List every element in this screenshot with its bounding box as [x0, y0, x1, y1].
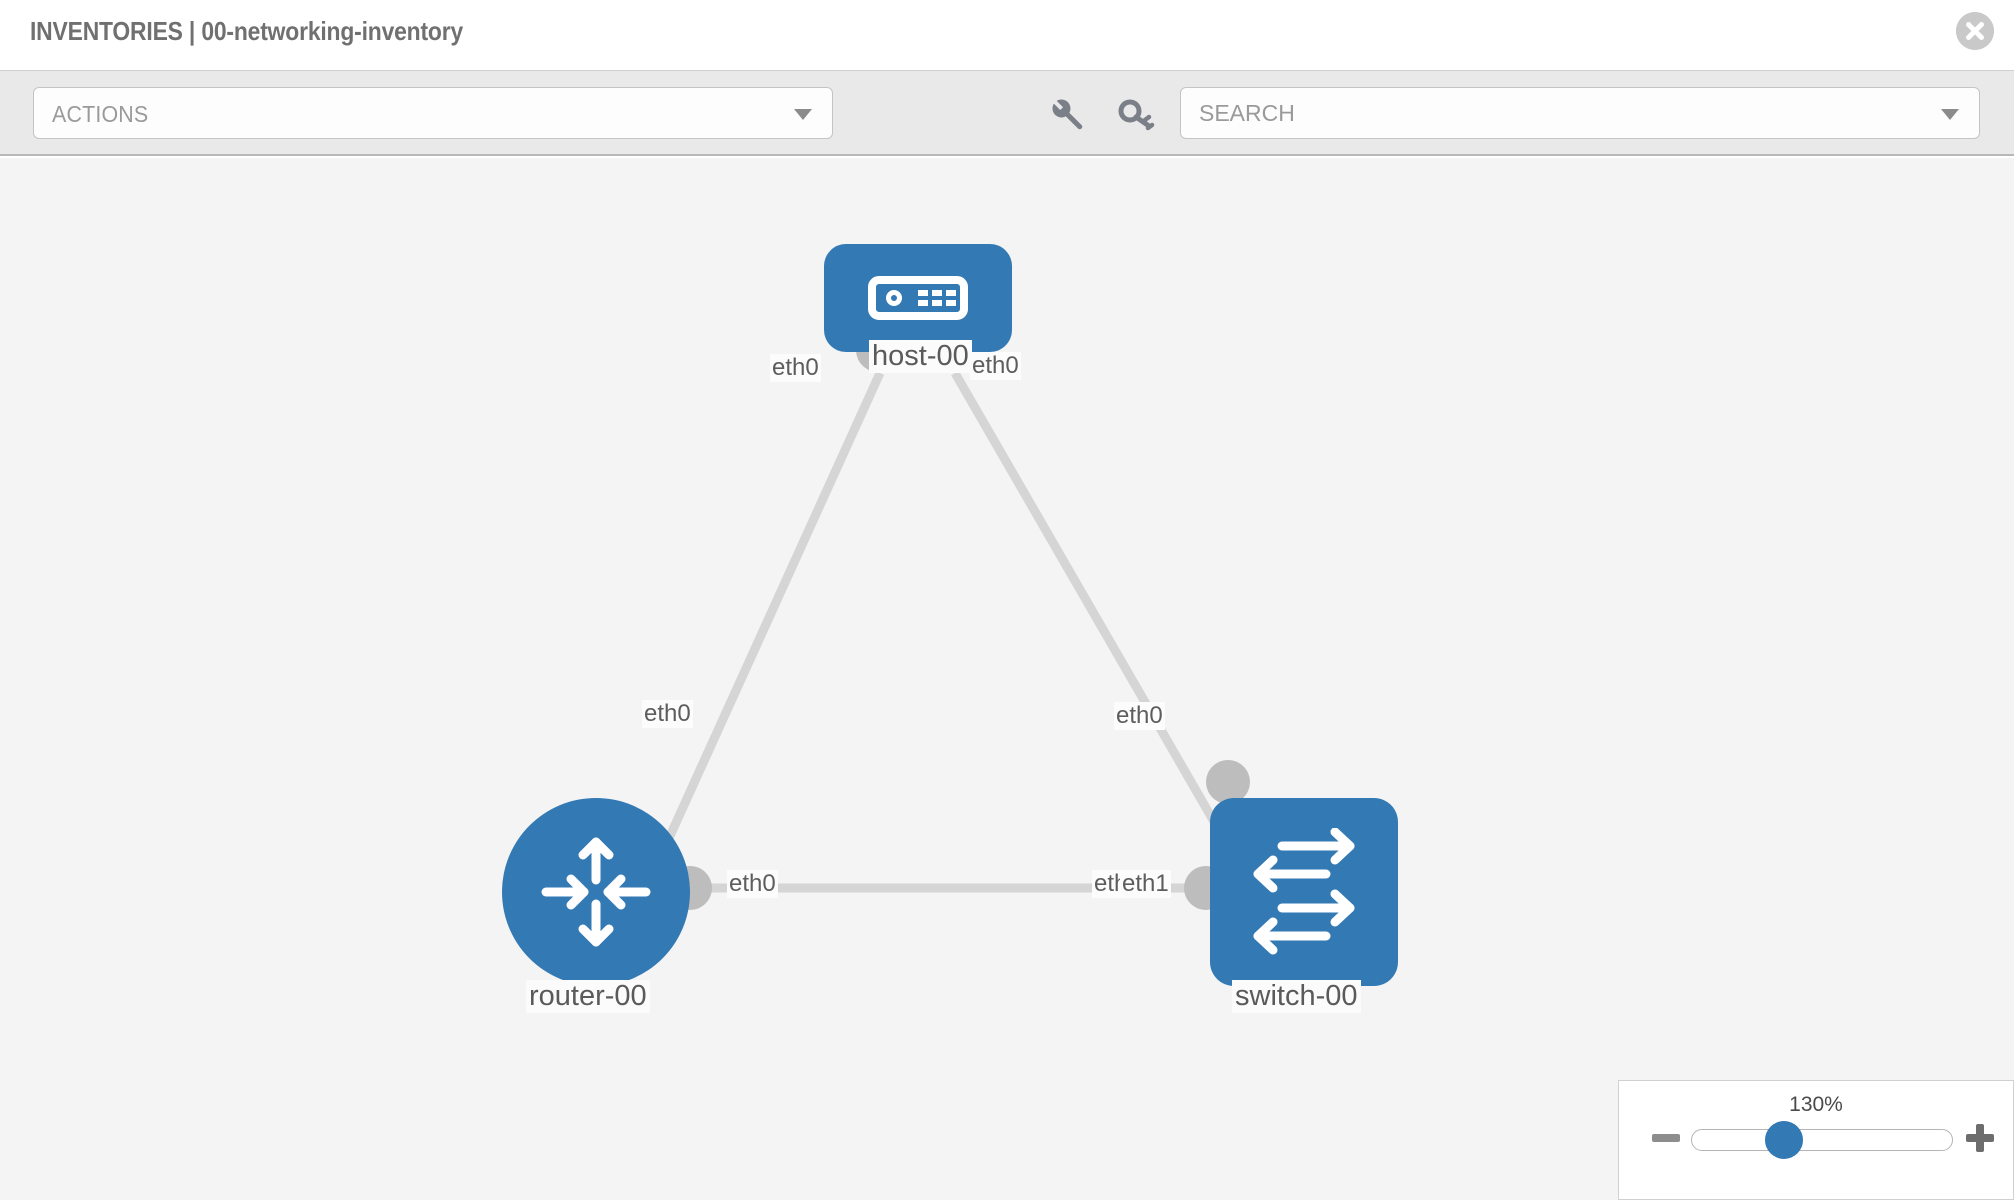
server-icon: [868, 276, 968, 320]
actions-dropdown-label: ACTIONS: [52, 101, 149, 127]
router-node-shape: [502, 798, 690, 986]
page-title: INVENTORIES | 00-networking-inventory: [30, 16, 464, 46]
toolbar: ACTIONS: [0, 70, 2014, 156]
node-label-host-00: host-00: [869, 340, 972, 373]
topology-canvas[interactable]: host-00 eth0 eth0: [0, 158, 2014, 1200]
port-switch-eth0-top[interactable]: [1206, 760, 1250, 804]
plus-icon[interactable]: [1963, 1121, 1997, 1155]
topology-node-switch-00[interactable]: switch-00 eth eth1 eth0: [1092, 702, 1398, 1013]
page-header: INVENTORIES | 00-networking-inventory: [0, 0, 2014, 70]
search-field[interactable]: [1180, 87, 1980, 139]
minus-icon[interactable]: [1649, 1121, 1683, 1155]
switch-node-shape: [1210, 798, 1398, 986]
node-label-router-00: router-00: [526, 980, 650, 1013]
key-icon[interactable]: [1114, 93, 1158, 137]
port-label-host-eth0-right: eth0: [970, 352, 1021, 380]
router-arrows-icon: [541, 837, 651, 947]
zoom-level-label: 130%: [1789, 1093, 1843, 1116]
chevron-down-icon[interactable]: [1941, 109, 1959, 120]
chevron-down-icon: [794, 109, 812, 120]
host-node-shape: [824, 244, 1012, 352]
zoom-control-panel: 130%: [1618, 1080, 2014, 1200]
close-icon[interactable]: [1956, 12, 1994, 50]
port-label-router-eth0-right: eth0: [727, 870, 778, 898]
topology-node-host-00[interactable]: host-00 eth0 eth0: [770, 244, 1021, 382]
search-input[interactable]: [1199, 88, 1899, 138]
zoom-slider-track[interactable]: [1691, 1129, 1953, 1151]
topology-node-router-00[interactable]: router-00 eth0 eth0: [502, 700, 778, 1013]
wrench-icon[interactable]: [1046, 93, 1090, 137]
port-label-switch-eth0-upper: eth0: [1114, 702, 1165, 730]
port-label-host-eth0-left: eth0: [770, 354, 821, 382]
port-label-router-eth0-upper: eth0: [642, 700, 693, 728]
actions-dropdown[interactable]: ACTIONS: [33, 87, 833, 139]
switch-arrows-icon: [1253, 828, 1355, 955]
port-label-switch-eth1-left: eth1: [1120, 870, 1171, 898]
node-label-switch-00: switch-00: [1232, 980, 1361, 1013]
zoom-slider-thumb[interactable]: [1765, 1121, 1803, 1159]
